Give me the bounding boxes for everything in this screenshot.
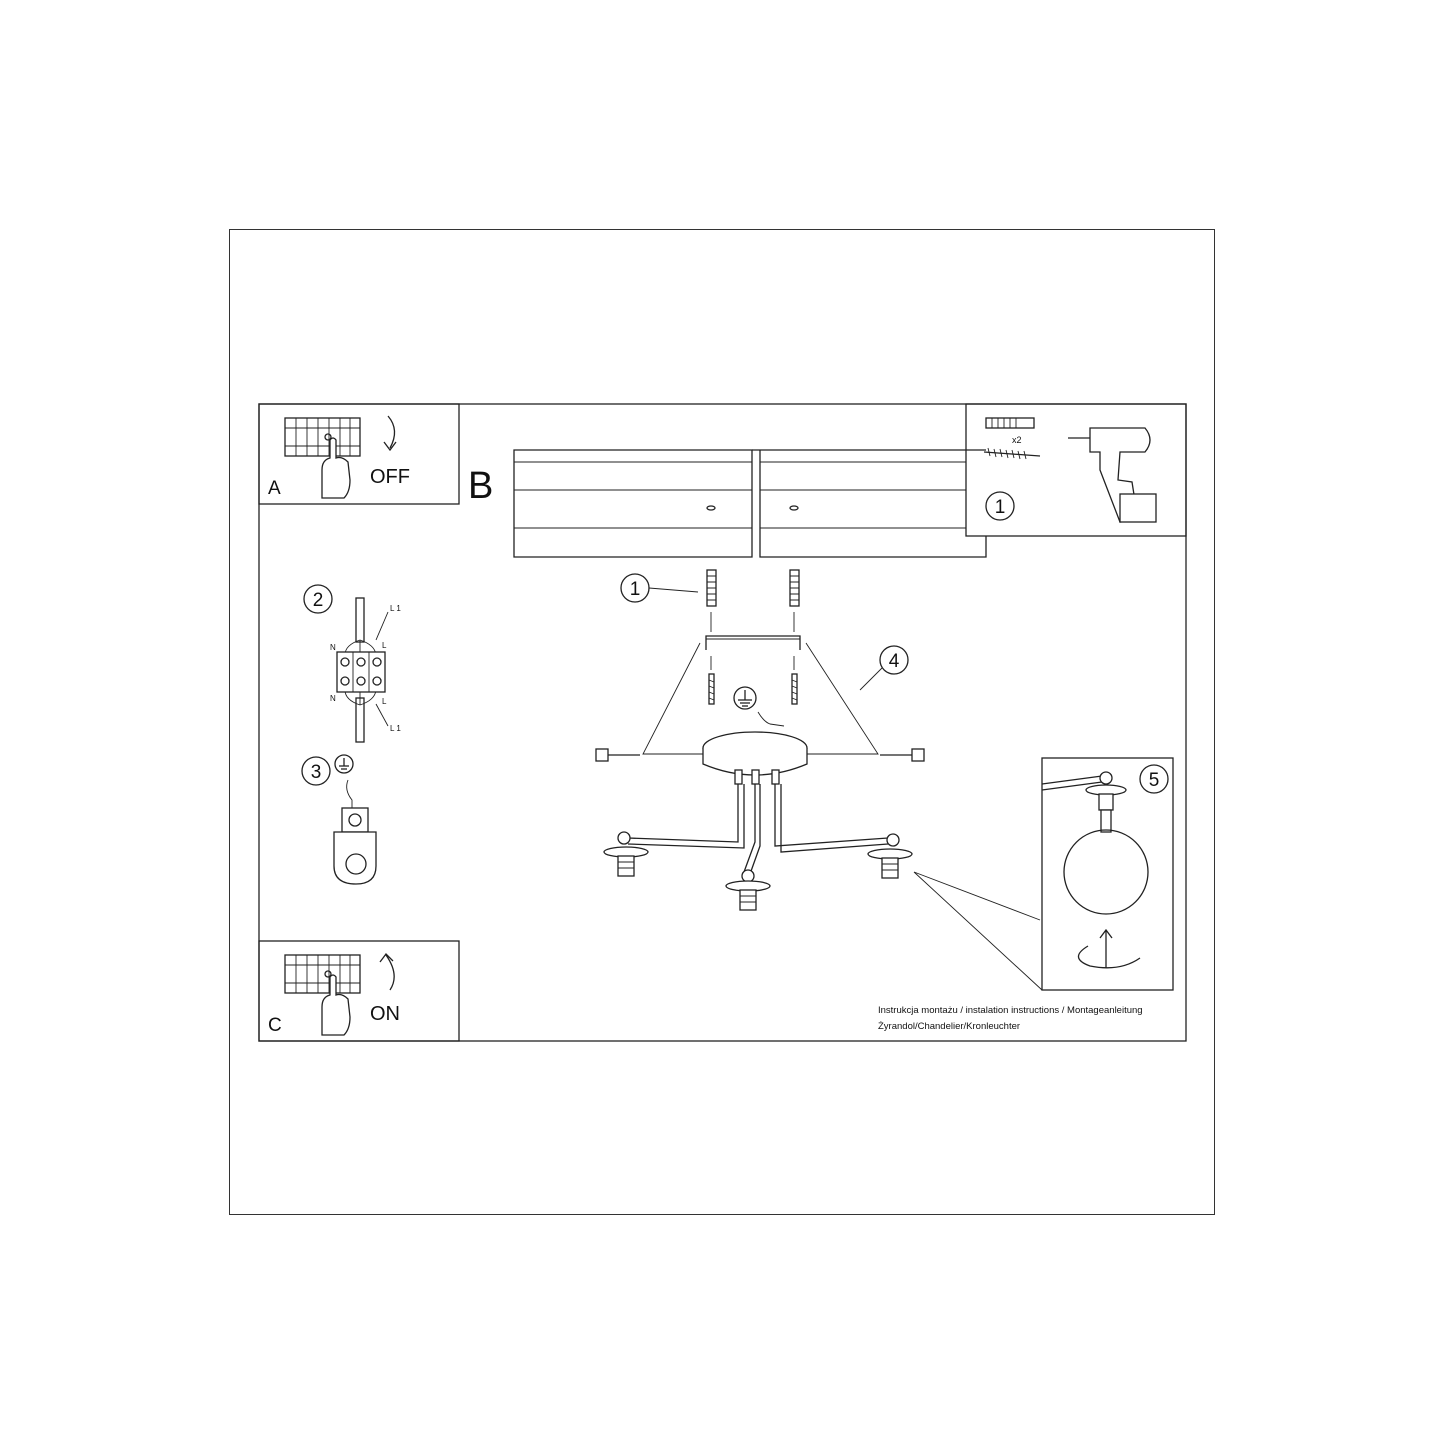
breaker-box-icon <box>284 417 361 457</box>
step-4-badge <box>879 645 909 675</box>
ceiling <box>513 449 987 558</box>
panel-c-letter: C <box>268 1015 282 1036</box>
shade-detail-panel: 5 <box>1041 757 1174 991</box>
step-3-badge <box>301 756 331 786</box>
page-frame <box>229 229 1215 1215</box>
step-1-badge <box>985 491 1015 521</box>
drill-icon <box>1068 427 1157 523</box>
hand-icon <box>321 437 351 499</box>
l-top-label: L <box>382 641 387 650</box>
glass-globe <box>1063 829 1149 915</box>
wall-plug <box>789 569 800 607</box>
screw-icon <box>983 447 1041 460</box>
mounting-bracket <box>705 635 801 650</box>
instruction-sheet <box>258 403 1187 1042</box>
panel-a-letter: A <box>268 478 281 499</box>
wall-plug <box>706 569 717 607</box>
wall-plug-icon <box>985 417 1035 429</box>
anchor-step-number: 1 <box>630 579 641 600</box>
wiring-detail: 2 L 1 L 1 N N L L <box>303 584 401 743</box>
canopy-step-number: 4 <box>889 651 900 672</box>
caption-line-1: Instrukcja montażu / instalation instruc… <box>878 1005 1143 1016</box>
panel-a: A OFF <box>258 403 460 505</box>
ground-terminal-detail: 3 <box>301 754 377 885</box>
step-2-badge <box>303 584 333 614</box>
shade-step-number: 5 <box>1149 770 1160 791</box>
caption-line-2: Żyrandol/Chandelier/Kronleuchter <box>878 1021 1020 1032</box>
arrow-up-icon <box>379 953 395 991</box>
screw <box>708 673 715 705</box>
rotate-icon <box>1077 945 1141 969</box>
side-screw <box>880 748 925 762</box>
on-label: ON <box>370 1003 400 1025</box>
n-bottom-label: N <box>330 694 336 703</box>
l1-bottom-label: L 1 <box>390 724 401 733</box>
arrow-down-icon <box>383 415 397 452</box>
ground-step-number: 3 <box>311 762 322 783</box>
arrow-up-icon <box>1099 928 1113 968</box>
screw <box>791 673 798 705</box>
ground-icon <box>733 686 757 710</box>
panel-b-letter: B <box>468 465 493 507</box>
breaker-box-icon <box>284 954 361 994</box>
quantity-label: x2 <box>1012 435 1022 445</box>
off-label: OFF <box>370 466 410 488</box>
tools-panel: x2 1 <box>965 403 1187 537</box>
hand-icon <box>321 974 351 1036</box>
chandelier <box>603 731 913 911</box>
ground-icon <box>334 754 354 774</box>
panel-c: C ON <box>258 940 460 1042</box>
wiring-step-number: 2 <box>313 590 324 611</box>
l1-top-label: L 1 <box>390 604 401 613</box>
n-top-label: N <box>330 643 336 652</box>
side-screw <box>595 748 640 762</box>
step-5-badge <box>1139 764 1169 794</box>
l-bottom-label: L <box>382 697 387 706</box>
step-1-number: 1 <box>995 497 1006 518</box>
